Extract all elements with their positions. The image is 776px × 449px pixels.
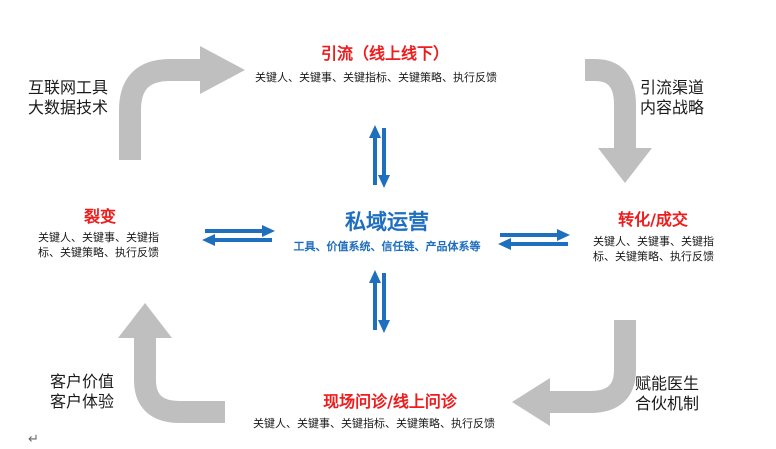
center-subtitle: 工具、价值系统、信任链、产品体系等 <box>293 240 481 253</box>
arrowhead-top-right <box>598 148 652 183</box>
side-label-bottom-right-1: 赋能医生 <box>635 374 700 393</box>
arrowhead-bottom-left <box>118 303 172 338</box>
node-right-desc-line1: 关键人、关键事、关键指 <box>593 235 714 248</box>
side-label-top-left-2: 大数据技术 <box>28 98 109 117</box>
arrowhead-bottom-right <box>512 378 550 426</box>
side-label-bottom-left-2: 客户体验 <box>50 392 115 411</box>
node-left-desc-line1: 关键人、关键事、关键指 <box>38 231 159 244</box>
side-label-top-left-1: 互联网工具 <box>28 78 109 97</box>
arrow-bottom-left <box>134 335 225 423</box>
double-arrow-right <box>498 229 570 250</box>
node-top-desc: 关键人、关键事、关键指标、关键策略、执行反馈 <box>255 71 497 84</box>
node-left-title: 裂变 <box>83 207 116 226</box>
double-arrow-top <box>369 125 390 188</box>
return-mark: ↵ <box>28 432 39 447</box>
node-bottom-title: 现场问诊/线上问诊 <box>323 392 457 411</box>
side-label-top-right-2: 内容战略 <box>640 98 705 117</box>
node-right-desc-line2: 标、关键策略、执行反馈 <box>593 250 714 263</box>
arrow-top-left <box>119 59 205 160</box>
side-label-bottom-right-2: 合伙机制 <box>635 394 700 413</box>
arrow-bottom-right <box>545 320 636 413</box>
center-title: 私域运营 <box>345 210 429 234</box>
double-arrow-left <box>202 225 275 246</box>
arrowhead-top-left <box>200 46 245 94</box>
node-right-title: 转化/成交 <box>618 210 688 229</box>
side-label-top-right-1: 引流渠道 <box>640 78 705 97</box>
node-left-desc-line2: 标、关键策略、执行反馈 <box>38 246 159 259</box>
node-top-title: 引流（线上线下） <box>320 44 449 63</box>
double-arrow-bottom <box>369 270 390 333</box>
side-label-bottom-left-1: 客户价值 <box>50 372 115 391</box>
arrow-top-right <box>584 59 636 150</box>
node-bottom-desc: 关键人、关键事、关键指标、关键策略、执行反馈 <box>253 417 495 430</box>
